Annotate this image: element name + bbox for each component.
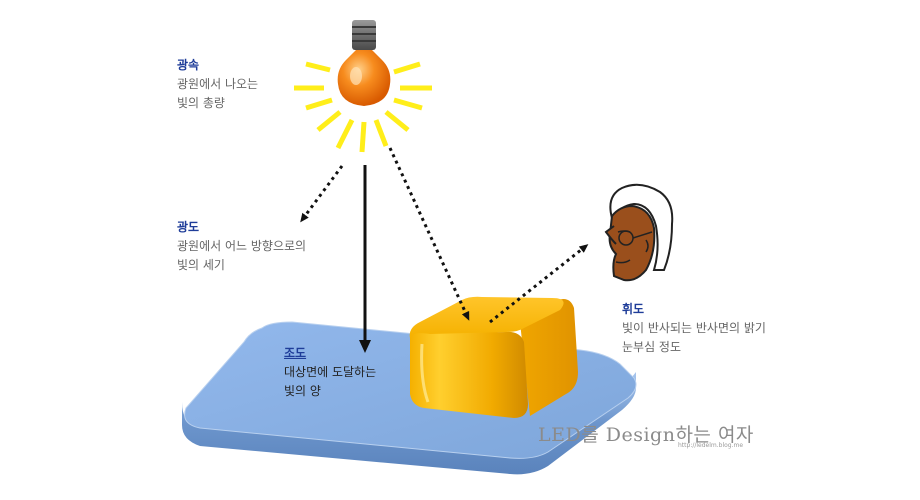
label-hwido-line-2: 눈부심 정도 xyxy=(622,340,682,354)
light-rays xyxy=(294,61,432,153)
label-jodo: 조도 대상면에 도달하는 빛의 양 xyxy=(284,344,376,401)
arrow-gwangdo xyxy=(300,165,344,223)
label-gwangdo: 광도 광원에서 어느 방향으로의 빛의 세기 xyxy=(177,218,306,275)
label-jodo-title: 조도 xyxy=(284,346,307,360)
label-jodo-line-2: 빛의 양 xyxy=(284,384,321,398)
watermark-url: http://ledelm.blog.me xyxy=(678,442,744,449)
arrow-box xyxy=(388,147,470,321)
label-gwangsok: 광속 광원에서 나오는 빛의 총량 xyxy=(177,56,258,113)
label-gwangsok-line-1: 광원에서 나오는 xyxy=(177,77,259,91)
label-gwangdo-line-2: 빛의 세기 xyxy=(177,258,225,272)
label-hwido: 휘도 빛이 반사되는 반사면의 밝기 눈부심 정도 xyxy=(622,300,766,357)
observer-face-icon xyxy=(604,183,674,282)
label-hwido-line-1: 빛이 반사되는 반사면의 밝기 xyxy=(622,321,766,335)
label-gwangsok-title: 광속 xyxy=(177,58,200,72)
watermark-text: LED를 Design하는 여자 xyxy=(538,424,754,446)
light-bulb-icon xyxy=(337,20,391,106)
label-gwangdo-title: 광도 xyxy=(177,220,200,234)
gold-box xyxy=(409,296,578,418)
label-hwido-title: 휘도 xyxy=(622,302,645,316)
label-gwangdo-line-1: 광원에서 어느 방향으로의 xyxy=(177,239,307,253)
watermark: LED를 Design하는 여자 http://ledelm.blog.me xyxy=(538,420,754,449)
label-gwangsok-line-2: 빛의 총량 xyxy=(177,96,225,110)
label-jodo-line-1: 대상면에 도달하는 xyxy=(284,365,377,379)
